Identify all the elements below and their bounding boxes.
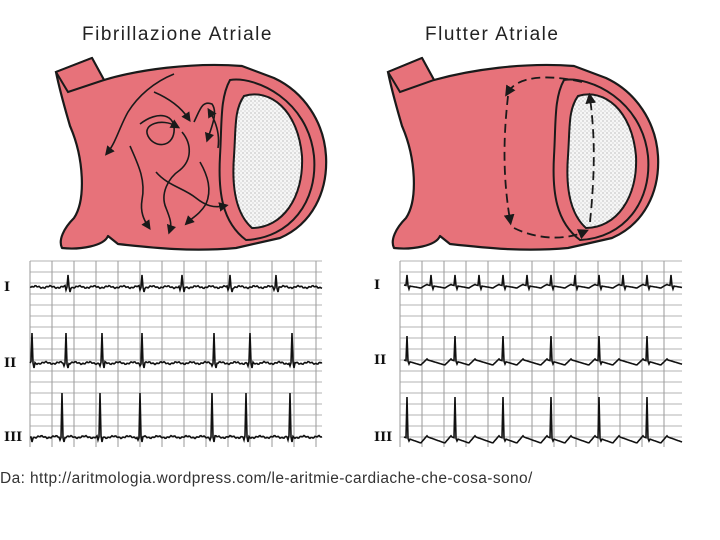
lead-label-1: I [4,280,10,295]
ecg-grid [29,260,322,447]
lead-label-3: III [374,430,392,445]
title-fibrillation: Fibrillazione Atriale [82,24,273,45]
lead-label-2: II [374,353,386,368]
title-flutter: Flutter Atriale [425,24,560,45]
chaotic-wavefront-arrows [105,73,229,235]
source-citation: Da: http://aritmologia.wordpress.com/le-… [0,470,533,487]
vessel-stub [54,56,106,94]
ecg-trace-lead-2 [403,335,683,367]
ecg-trace-lead-2 [29,332,323,369]
ecg-trace-lead-1 [29,274,323,293]
ecg-trace-lead-1 [403,274,683,292]
macro-reentry-circuit [503,76,597,240]
ecg-trace-lead-3 [30,392,323,444]
ecg-grid [399,260,682,447]
fibrillation-atrium-illustration [54,56,328,251]
lead-label-2: II [4,356,16,371]
vessel-stub [386,56,436,94]
lead-label-1: I [374,278,380,293]
lead-label-3: III [4,430,22,445]
ecg-trace-lead-3 [403,396,683,444]
valve-opening [232,93,304,230]
valve-opening [566,93,638,230]
flutter-atrium-illustration [386,56,660,251]
